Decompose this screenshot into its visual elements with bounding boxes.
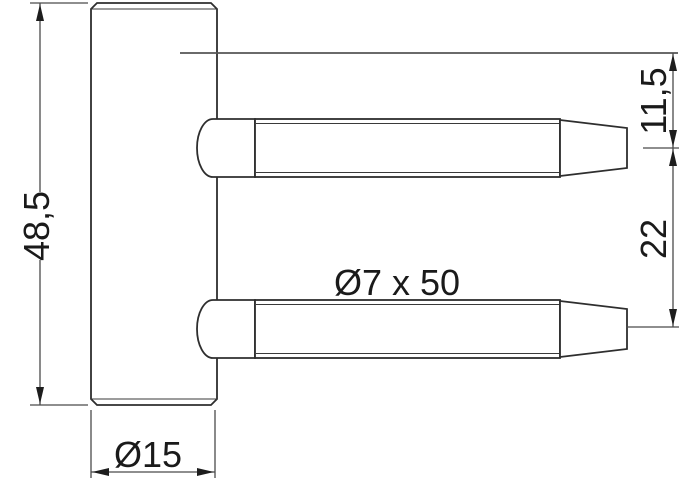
dim-body-height-text-mask [22,192,52,260]
pin-top [196,118,628,178]
body-outline [90,2,218,406]
dim-body-diameter: Ø15 [90,410,216,478]
pin-bottom-cap [196,299,256,359]
dim-body-height-label: 48,5 [16,191,57,261]
pin-bottom-shaft [254,299,561,359]
dim-body-height-arrow-down [36,387,44,404]
dim-body-diameter-label: Ø15 [114,434,182,475]
dim-pin-offset: 11,5 [633,53,679,149]
pin-top-shaft [254,118,561,178]
dim-pin-spacing-arrow-up [669,149,677,166]
dim-pin-spacing: 22 [626,148,679,328]
dim-pin-offset-arrow-up [669,54,677,71]
pin-bottom-shaft-inner-lines [256,303,560,355]
pin-top-shaft-inner-lines [256,122,560,174]
dim-body-diameter-arrow-right [197,468,214,476]
dim-pin-offset-arrow-down [669,130,677,147]
pin-bottom [196,299,628,359]
dim-body-height: 48,5 [16,2,88,406]
hinge-body [90,2,218,406]
dim-pin-spacing-label: 22 [633,219,674,259]
dim-body-diameter-arrow-left [92,468,109,476]
dim-pin-offset-label: 11,5 [633,67,674,134]
pin-top-taper [559,118,628,178]
pin-top-cap [196,118,256,178]
dim-body-height-arrow-up [36,4,44,21]
pin-size-label: Ø7 x 50 [334,262,460,303]
pin-bottom-taper [559,299,628,359]
dim-pin-spacing-arrow-down [669,309,677,326]
